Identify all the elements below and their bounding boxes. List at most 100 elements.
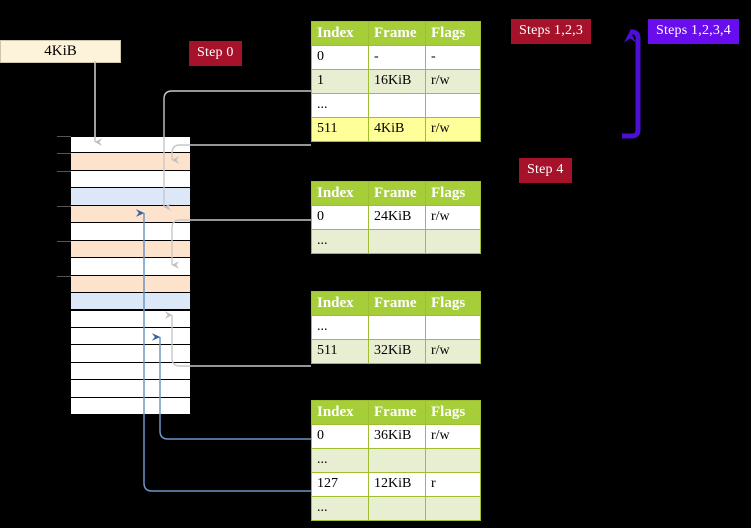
cell-flags (425, 93, 481, 118)
badge-steps-123: Steps 1,2,3 (511, 19, 592, 44)
memory-frame-row (71, 258, 190, 276)
table-header-row: Index Frame Flags (311, 181, 481, 206)
cell-frame (368, 229, 426, 254)
table-row: ... (311, 496, 481, 521)
physical-frame-4kib-label: 4KiB (44, 43, 77, 59)
memory-frame-tick (57, 275, 71, 277)
memory-frame-row (71, 170, 190, 189)
memory-frame-row (71, 397, 190, 416)
cell-frame: 4KiB (368, 117, 426, 142)
wire-pdp-to-memory (171, 219, 311, 269)
cell-frame: 12KiB (368, 472, 426, 497)
cell-frame (368, 315, 426, 340)
cell-frame: 32KiB (368, 339, 426, 364)
cell-index: ... (311, 448, 369, 473)
memory-frame-row (71, 345, 190, 363)
column-header-index: Index (311, 400, 369, 425)
badge-step-4: Step 4 (519, 158, 572, 183)
memory-frame-row (71, 240, 190, 259)
cell-index: 511 (311, 339, 369, 364)
memory-frame-tick (57, 240, 71, 242)
badge-steps-1234: Steps 1,2,3,4 (648, 19, 739, 44)
badge-step-0-label: Step 0 (197, 45, 234, 60)
memory-frame-row (71, 223, 190, 241)
cell-frame: 16KiB (368, 69, 426, 94)
cell-frame: - (368, 45, 426, 70)
column-header-index: Index (311, 21, 369, 46)
cell-flags: r/w (425, 205, 481, 230)
memory-frame-row (71, 205, 190, 224)
column-header-frame: Frame (368, 21, 426, 46)
table-row: ... (311, 93, 481, 118)
table-row: 0-- (311, 45, 481, 70)
memory-frame-row (71, 362, 190, 381)
memory-frame-tick (57, 205, 71, 207)
cell-frame: 24KiB (368, 205, 426, 230)
cell-index: 511 (311, 117, 369, 142)
memory-frame-row (71, 188, 190, 206)
memory-frame-row (71, 136, 190, 154)
column-header-flags: Flags (425, 181, 481, 206)
badge-step-4-label: Step 4 (527, 162, 564, 177)
cell-index: ... (311, 496, 369, 521)
column-header-flags: Flags (425, 21, 481, 46)
cell-flags: r/w (425, 339, 481, 364)
cell-index: 0 (311, 205, 369, 230)
cell-index: 1 (311, 69, 369, 94)
cell-flags (425, 315, 481, 340)
table-header-row: Index Frame Flags (311, 400, 481, 425)
cell-frame (368, 93, 426, 118)
table-header-row: Index Frame Flags (311, 21, 481, 46)
column-header-flags: Flags (425, 400, 481, 425)
cell-flags (425, 229, 481, 254)
cell-index: ... (311, 229, 369, 254)
memory-frame-row (71, 380, 190, 398)
memory-frame-row (71, 327, 190, 346)
wire-pd-511-to-memory (164, 311, 311, 367)
badge-step-0: Step 0 (189, 41, 242, 66)
cell-index: 0 (311, 45, 369, 70)
cell-index: ... (311, 315, 369, 340)
column-header-frame: Frame (368, 400, 426, 425)
badge-steps-123-label: Steps 1,2,3 (519, 23, 584, 38)
wire-memory-to-pml4 (171, 144, 311, 164)
memory-frame-row (71, 293, 190, 311)
table-row: ... (311, 448, 481, 473)
cell-frame: 36KiB (368, 424, 426, 449)
memory-frame-row (71, 153, 190, 171)
memory-frame-tick (57, 153, 71, 155)
cell-frame (368, 448, 426, 473)
column-header-index: Index (311, 291, 369, 316)
cell-flags (425, 448, 481, 473)
cell-frame (368, 496, 426, 521)
table-row: ... (311, 315, 481, 340)
physical-memory-column (57, 136, 190, 416)
cell-flags: r/w (425, 69, 481, 94)
cell-flags: r (425, 472, 481, 497)
column-header-frame: Frame (368, 181, 426, 206)
physical-frame-4kib-box: 4KiB (0, 40, 121, 63)
memory-frame-tick (57, 170, 71, 172)
cell-index: 0 (311, 424, 369, 449)
cell-index: 127 (311, 472, 369, 497)
cell-flags: r/w (425, 424, 481, 449)
wire-steps-1234-bracket (622, 29, 641, 139)
cell-index: ... (311, 93, 369, 118)
memory-frame-row (71, 310, 190, 328)
cell-flags: r/w (425, 117, 481, 142)
table-header-row: Index Frame Flags (311, 291, 481, 316)
